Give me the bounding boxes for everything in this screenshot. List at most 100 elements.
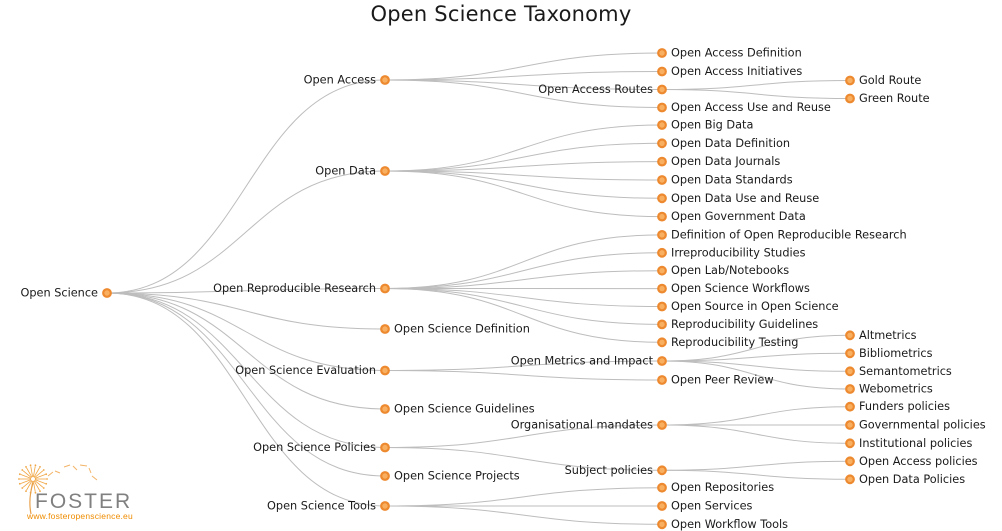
tree-node-open-science-definition[interactable]	[380, 324, 390, 334]
tree-node-open-data[interactable]	[380, 166, 390, 176]
tree-node-open-reproducible-research[interactable]	[380, 283, 390, 294]
tree-label-open-science[interactable]: Open Science	[20, 287, 98, 300]
tree-node-open-access-routes[interactable]	[657, 84, 667, 95]
tree-node-open-government-data[interactable]	[657, 211, 667, 222]
tree-node-reproducibility-testing[interactable]	[657, 337, 667, 348]
tree-label-open-science-workflows[interactable]: Open Science Workflows	[671, 282, 810, 295]
tree-link-webometrics	[661, 360, 851, 390]
tree-node-webometrics[interactable]	[845, 384, 855, 394]
tree-node-open-data-definition[interactable]	[657, 138, 667, 149]
tree-node-funders-policies[interactable]	[845, 401, 855, 412]
tree-node-open-science-guidelines[interactable]	[380, 404, 390, 414]
tree-link-open-government-data	[384, 170, 663, 218]
tree-label-open-metrics-and-impact[interactable]: Open Metrics and Impact	[511, 355, 654, 368]
tree-label-open-access-use-and-reuse[interactable]: Open Access Use and Reuse	[671, 101, 831, 114]
tree-label-open-peer-review[interactable]: Open Peer Review	[671, 374, 774, 387]
tree-node-open-science-projects[interactable]	[380, 471, 390, 481]
tree-label-open-access-routes[interactable]: Open Access Routes	[538, 83, 653, 96]
tree-node-semantometrics[interactable]	[845, 366, 855, 377]
tree-node-open-peer-review[interactable]	[657, 375, 667, 385]
tree-label-open-science-evaluation[interactable]: Open Science Evaluation	[235, 364, 376, 377]
dandelion-stem	[29, 482, 34, 515]
tree-node-irreproducibility-studies[interactable]	[657, 247, 667, 258]
tree-label-open-data-use-and-reuse[interactable]: Open Data Use and Reuse	[671, 192, 819, 205]
tree-label-organisational-mandates[interactable]: Organisational mandates	[511, 419, 653, 432]
tree-node-open-services[interactable]	[657, 501, 667, 511]
tree-node-open-data-policies[interactable]	[845, 474, 855, 485]
tree-label-open-workflow-tools[interactable]: Open Workflow Tools	[671, 518, 788, 531]
tree-node-definition-of-open-reproducible-research[interactable]	[657, 229, 667, 240]
tree-label-open-science-projects[interactable]: Open Science Projects	[394, 470, 520, 483]
tree-label-open-access[interactable]: Open Access	[304, 74, 377, 87]
tree-node-bibliometrics[interactable]	[845, 348, 855, 359]
tree-node-open-lab-notebooks[interactable]	[657, 265, 667, 276]
dandelion-ray-tip	[21, 469, 24, 471]
tree-label-open-big-data[interactable]: Open Big Data	[671, 119, 753, 132]
tree-label-open-data-standards[interactable]: Open Data Standards	[671, 174, 793, 187]
tree-node-governmental-policies[interactable]	[845, 420, 855, 430]
tree-node-open-science[interactable]	[102, 288, 112, 298]
tree-node-altmetrics[interactable]	[845, 330, 855, 341]
tree-label-funders-policies[interactable]: Funders policies	[859, 400, 950, 413]
tree-label-reproducibility-guidelines[interactable]: Reproducibility Guidelines	[671, 318, 818, 331]
tree-label-open-science-policies[interactable]: Open Science Policies	[253, 441, 376, 454]
tree-label-institutional-policies[interactable]: Institutional policies	[859, 437, 972, 450]
tree-label-bibliometrics[interactable]: Bibliometrics	[859, 347, 933, 360]
tree-node-open-big-data[interactable]	[657, 120, 667, 130]
tree-label-open-science-guidelines[interactable]: Open Science Guidelines	[394, 403, 535, 416]
tree-node-open-workflow-tools[interactable]	[657, 519, 667, 530]
tree-node-gold-route[interactable]	[845, 75, 855, 86]
tree-label-open-science-tools[interactable]: Open Science Tools	[267, 500, 376, 513]
tree-node-organisational-mandates[interactable]	[657, 420, 667, 430]
tree-node-open-data-use-and-reuse[interactable]	[657, 193, 667, 204]
tree-label-altmetrics[interactable]: Altmetrics	[859, 329, 917, 342]
tree-label-open-lab-notebooks[interactable]: Open Lab/Notebooks	[671, 264, 789, 277]
tree-node-open-metrics-and-impact[interactable]	[657, 356, 667, 366]
tree-label-open-repositories[interactable]: Open Repositories	[671, 481, 774, 494]
tree-label-open-government-data[interactable]: Open Government Data	[671, 210, 806, 223]
tree-label-open-data-definition[interactable]: Open Data Definition	[671, 137, 790, 150]
tree-node-open-science-workflows[interactable]	[657, 283, 667, 294]
tree-label-open-access-initiatives[interactable]: Open Access Initiatives	[671, 65, 802, 78]
tree-link-open-science-guidelines	[106, 292, 386, 410]
tree-label-gold-route[interactable]: Gold Route	[859, 74, 921, 87]
tree-node-open-science-tools[interactable]	[380, 501, 390, 511]
foster-wordmark: FOSTER	[35, 490, 132, 513]
tree-label-semantometrics[interactable]: Semantometrics	[859, 365, 952, 378]
tree-label-governmental-policies[interactable]: Governmental policies	[859, 419, 986, 432]
tree-label-green-route[interactable]: Green Route	[859, 92, 930, 105]
tree-label-open-access-policies[interactable]: Open Access policies	[859, 455, 978, 468]
tree-node-open-access[interactable]	[380, 75, 390, 85]
tree-node-open-access-use-and-reuse[interactable]	[657, 102, 667, 113]
tree-label-open-access-definition[interactable]: Open Access Definition	[671, 47, 802, 60]
tree-label-webometrics[interactable]: Webometrics	[859, 383, 933, 396]
tree-node-open-data-journals[interactable]	[657, 156, 667, 167]
tree-label-open-services[interactable]: Open Services	[671, 500, 753, 513]
tree-label-subject-policies[interactable]: Subject policies	[565, 464, 653, 477]
dandelion-ray	[33, 480, 40, 491]
tree-label-open-source-in-open-science[interactable]: Open Source in Open Science	[671, 300, 839, 313]
tree-label-reproducibility-testing[interactable]: Reproducibility Testing	[671, 336, 798, 349]
foster-logo: FOSTER www.fosteropenscience.eu	[18, 464, 133, 521]
tree-node-institutional-policies[interactable]	[845, 438, 855, 449]
tree-label-open-data-policies[interactable]: Open Data Policies	[859, 473, 965, 486]
tree-node-open-access-definition[interactable]	[657, 48, 667, 58]
tree-label-open-data-journals[interactable]: Open Data Journals	[671, 155, 780, 168]
tree-node-open-science-evaluation[interactable]	[380, 365, 390, 376]
tree-node-open-science-policies[interactable]	[380, 442, 390, 453]
tree-node-open-source-in-open-science[interactable]	[657, 301, 667, 312]
tree-link-open-peer-review	[384, 370, 663, 381]
tree-label-irreproducibility-studies[interactable]: Irreproducibility Studies	[671, 246, 806, 259]
tree-node-reproducibility-guidelines[interactable]	[657, 319, 667, 330]
tree-node-open-access-initiatives[interactable]	[657, 66, 667, 77]
tree-link-altmetrics	[661, 334, 851, 362]
tree-node-green-route[interactable]	[845, 93, 855, 104]
tree-node-subject-policies[interactable]	[657, 465, 667, 476]
tree-label-open-data[interactable]: Open Data	[315, 165, 376, 178]
tree-label-definition-of-open-reproducible-research[interactable]: Definition of Open Reproducible Research	[671, 228, 907, 241]
tree-node-open-repositories[interactable]	[657, 482, 667, 493]
tree-label-open-science-definition[interactable]: Open Science Definition	[394, 323, 530, 336]
tree-label-open-reproducible-research[interactable]: Open Reproducible Research	[213, 282, 376, 295]
tree-node-open-data-standards[interactable]	[657, 175, 667, 185]
tree-node-open-access-policies[interactable]	[845, 456, 855, 467]
